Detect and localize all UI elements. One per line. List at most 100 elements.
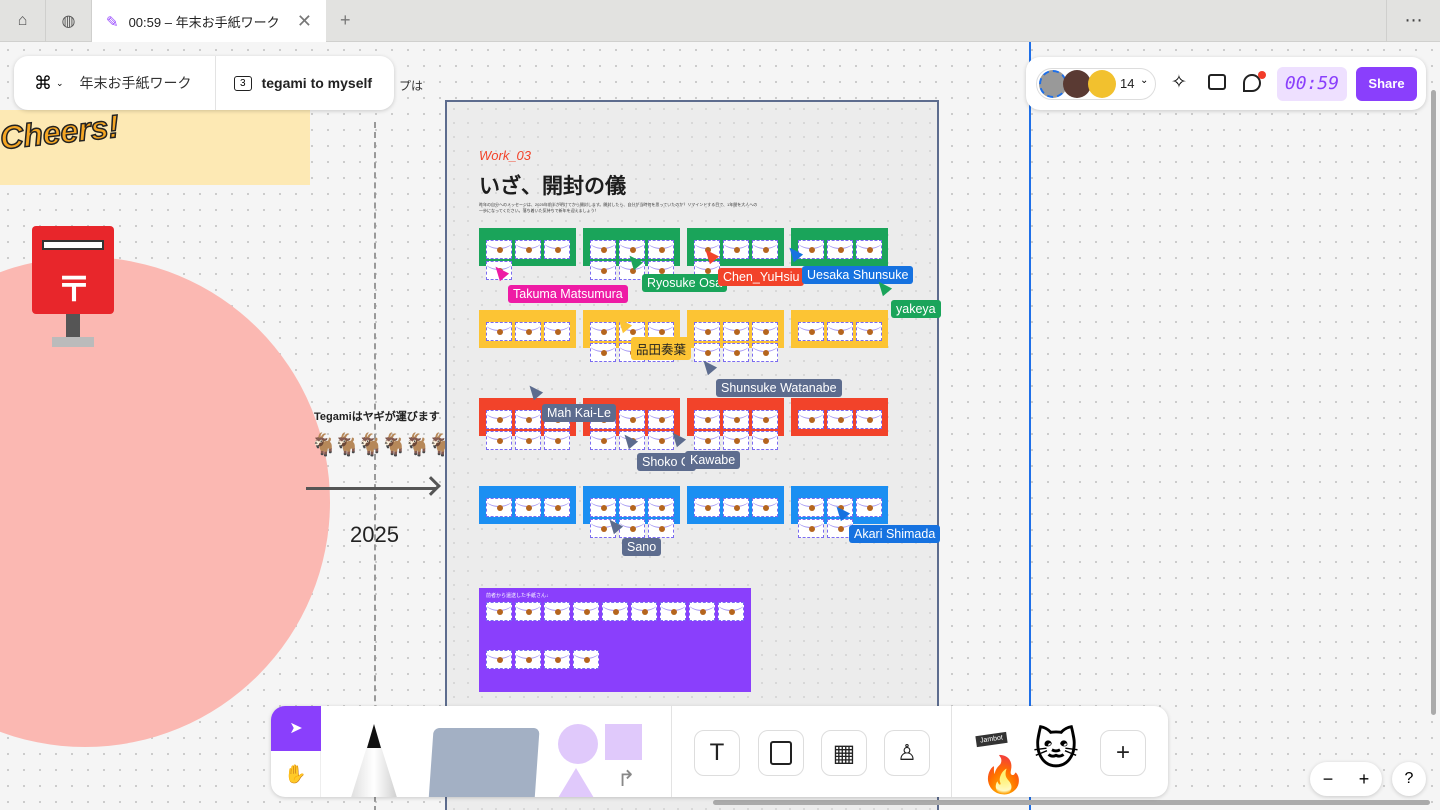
- file-menu[interactable]: ⌘ ⌄ 年末お手紙ワーク: [14, 56, 216, 110]
- letter-envelope[interactable]: [798, 322, 824, 341]
- share-button[interactable]: Share: [1356, 67, 1417, 101]
- letter-envelope[interactable]: [694, 410, 720, 429]
- letter-envelope[interactable]: [827, 240, 853, 259]
- letter-envelope[interactable]: [689, 602, 715, 621]
- letter-envelope[interactable]: [515, 498, 541, 517]
- postbox-icon[interactable]: 〒: [32, 226, 114, 314]
- letter-envelope[interactable]: [619, 498, 645, 517]
- letter-envelope[interactable]: [752, 343, 778, 362]
- letter-envelope[interactable]: [648, 519, 674, 538]
- letter-envelope[interactable]: [827, 322, 853, 341]
- letter-envelope[interactable]: [827, 410, 853, 429]
- vertical-scrollbar[interactable]: [1431, 90, 1436, 715]
- pink-circle[interactable]: [0, 257, 330, 747]
- home-icon[interactable]: ⌂: [0, 0, 46, 42]
- letter-envelope[interactable]: [544, 602, 570, 621]
- letter-envelope[interactable]: [648, 410, 674, 429]
- text-tool-button[interactable]: T: [694, 730, 740, 776]
- letter-envelope[interactable]: [694, 343, 720, 362]
- letter-envelope[interactable]: [544, 650, 570, 669]
- letter-envelope[interactable]: [856, 240, 882, 259]
- more-menu-button[interactable]: ⋯: [1386, 0, 1440, 42]
- letter-envelope[interactable]: [752, 322, 778, 341]
- letter-envelope[interactable]: [856, 322, 882, 341]
- letter-envelope[interactable]: [798, 519, 824, 538]
- ai-sparkle-icon[interactable]: ✧: [1171, 72, 1187, 93]
- table-tool-button[interactable]: ▦: [821, 730, 867, 776]
- letter-envelope[interactable]: [718, 602, 744, 621]
- letter-envelope[interactable]: [827, 498, 853, 517]
- letter-envelope[interactable]: [648, 498, 674, 517]
- help-button[interactable]: ?: [1392, 762, 1426, 796]
- letter-envelope[interactable]: [631, 602, 657, 621]
- canvas[interactable]: Cheers! プは 〒 Tegamiはヤギが運びます 🐐🐐🐐🐐🐐🐐 2025 …: [0, 42, 1440, 810]
- globe-icon[interactable]: ◍: [46, 0, 92, 42]
- layout-icon[interactable]: [1208, 74, 1226, 90]
- letter-envelope[interactable]: [590, 431, 616, 450]
- letter-envelope[interactable]: [515, 240, 541, 259]
- letter-envelope[interactable]: [856, 498, 882, 517]
- letter-envelope[interactable]: [752, 431, 778, 450]
- shape-triangle-tool[interactable]: [558, 768, 594, 797]
- new-tab-button[interactable]: +: [340, 10, 351, 30]
- letter-envelope[interactable]: [590, 498, 616, 517]
- tab-file[interactable]: ✎ 00:59 – 年末お手紙ワーク ✕: [92, 0, 326, 43]
- close-tab-icon[interactable]: ✕: [296, 11, 312, 31]
- connector-arrow-icon[interactable]: ↱: [617, 766, 636, 791]
- letter-envelope[interactable]: [619, 519, 645, 538]
- zoom-out-button[interactable]: −: [1322, 768, 1334, 789]
- more-tools-button[interactable]: +: [1100, 730, 1146, 776]
- letter-envelope[interactable]: [723, 240, 749, 259]
- letter-envelope[interactable]: [602, 602, 628, 621]
- letter-envelope[interactable]: [515, 650, 541, 669]
- letter-envelope[interactable]: [486, 261, 512, 280]
- letter-envelope[interactable]: [648, 240, 674, 259]
- shape-circle-tool[interactable]: [558, 724, 598, 764]
- letter-envelope[interactable]: [723, 343, 749, 362]
- letter-envelope[interactable]: [694, 431, 720, 450]
- letter-envelope[interactable]: [544, 431, 570, 450]
- page-selector[interactable]: 3 tegami to myself: [216, 75, 372, 91]
- jambot-sticker[interactable]: Jambot: [975, 731, 1008, 748]
- letter-envelope[interactable]: [486, 498, 512, 517]
- letter-envelope[interactable]: [590, 519, 616, 538]
- letter-envelope[interactable]: [752, 240, 778, 259]
- section-board[interactable]: Work_03 いざ、開封の儀 昨年の自分へのメッセージは、2025年前半が明け…: [445, 100, 939, 810]
- hand-tool-button[interactable]: ✋: [271, 751, 321, 797]
- purple-box[interactable]: 前者から還送した手紙さん↓: [479, 588, 751, 692]
- letter-envelope[interactable]: [723, 322, 749, 341]
- letter-envelope[interactable]: [723, 431, 749, 450]
- comment-icon[interactable]: [1243, 74, 1261, 92]
- letter-envelope[interactable]: [486, 410, 512, 429]
- letter-envelope[interactable]: [752, 410, 778, 429]
- fire-sticker[interactable]: 🔥: [981, 754, 1026, 795]
- letter-envelope[interactable]: [619, 261, 645, 280]
- collaborators-button[interactable]: 14 ⌄: [1036, 68, 1156, 100]
- letter-envelope[interactable]: [486, 431, 512, 450]
- letter-envelope[interactable]: [694, 322, 720, 341]
- letter-envelope[interactable]: [660, 602, 686, 621]
- letter-envelope[interactable]: [590, 240, 616, 259]
- section-tool-button[interactable]: [758, 730, 804, 776]
- letter-envelope[interactable]: [619, 410, 645, 429]
- letter-envelope[interactable]: [723, 410, 749, 429]
- letter-envelope[interactable]: [486, 602, 512, 621]
- avatar[interactable]: [1063, 70, 1091, 98]
- letter-envelope[interactable]: [619, 322, 645, 341]
- letter-envelope[interactable]: [798, 410, 824, 429]
- letter-envelope[interactable]: [515, 602, 541, 621]
- letter-envelope[interactable]: [544, 240, 570, 259]
- letter-envelope[interactable]: [486, 650, 512, 669]
- letter-envelope[interactable]: [694, 498, 720, 517]
- letter-envelope[interactable]: [515, 410, 541, 429]
- timer[interactable]: 00:59: [1277, 67, 1347, 101]
- letter-envelope[interactable]: [573, 650, 599, 669]
- letter-envelope[interactable]: [544, 322, 570, 341]
- cat-sticker[interactable]: 🐱: [1033, 725, 1079, 774]
- letter-envelope[interactable]: [694, 240, 720, 259]
- letter-envelope[interactable]: [798, 498, 824, 517]
- letter-envelope[interactable]: [544, 498, 570, 517]
- select-tool-button[interactable]: ➤: [271, 706, 321, 751]
- letter-envelope[interactable]: [648, 431, 674, 450]
- stamp-tool-button[interactable]: ♙: [884, 730, 930, 776]
